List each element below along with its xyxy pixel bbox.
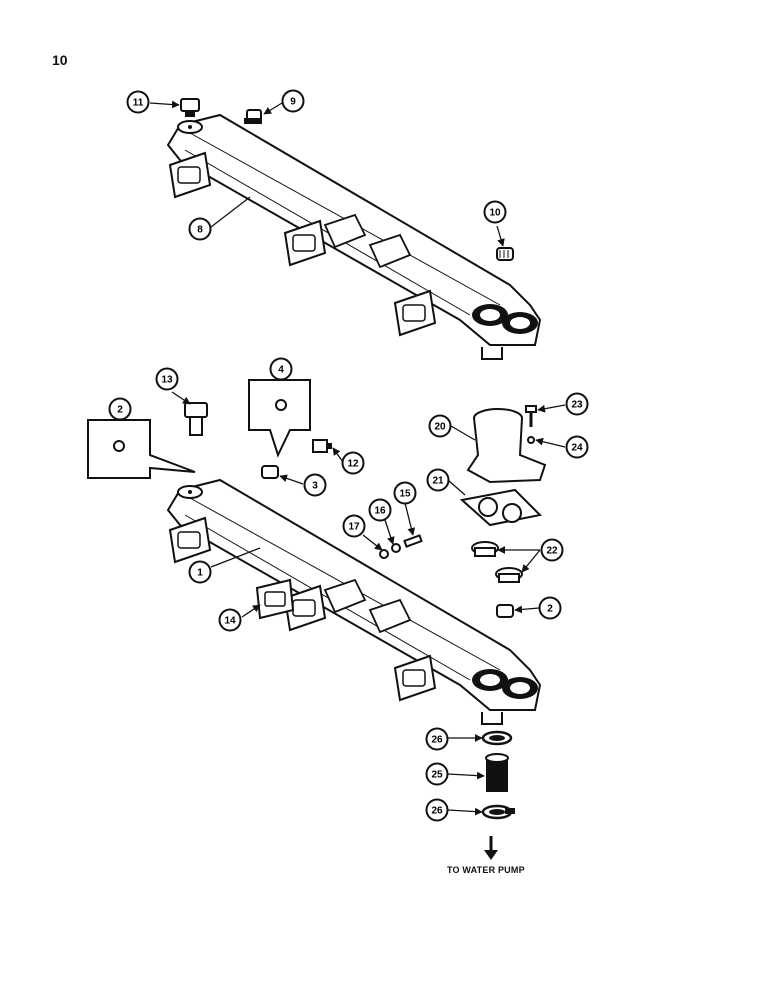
thermostat-housing-20	[466, 408, 547, 484]
callout-2-inset: 2	[108, 397, 132, 421]
clamp-26-bottom	[481, 804, 515, 820]
callout-25: 25	[425, 762, 449, 786]
callout-20-label: 20	[434, 422, 446, 433]
callout-17: 17	[342, 514, 366, 538]
upper-water-manifold	[167, 114, 541, 360]
callout-16-label: 16	[374, 506, 386, 517]
callout-9-label: 9	[290, 97, 296, 108]
hose-25	[485, 753, 509, 792]
callout-14-label: 14	[224, 616, 236, 627]
callout-1-label: 1	[197, 568, 203, 579]
callout-4: 4	[269, 357, 293, 381]
callout-11-label: 11	[133, 98, 144, 109]
bolt-23	[525, 405, 537, 427]
callout-2-lower: 2	[538, 596, 562, 620]
callout-21-label: 21	[432, 476, 444, 487]
callout-20: 20	[428, 414, 452, 438]
callout-24-label: 24	[571, 443, 583, 454]
callouts: 11 9 8 10 13 4 2 3 12 1 17 16 15 14 23 2…	[108, 89, 589, 822]
callout-8-label: 8	[197, 225, 203, 236]
callout-23: 23	[565, 392, 589, 416]
callout-14: 14	[218, 608, 242, 632]
callout-22: 22	[540, 538, 564, 562]
callout-15-label: 15	[399, 489, 411, 500]
callout-24: 24	[565, 435, 589, 459]
callout-26-bottom-label: 26	[431, 806, 443, 817]
plug-10	[496, 247, 514, 261]
callout-13-label: 13	[161, 375, 173, 386]
callout-16: 16	[368, 498, 392, 522]
callout-21: 21	[426, 468, 450, 492]
callout-12: 12	[341, 451, 365, 475]
callout-10: 10	[483, 200, 507, 224]
inset-2	[87, 419, 196, 479]
gasket-14	[255, 578, 295, 620]
bolt-15	[403, 534, 423, 548]
callout-12-label: 12	[347, 459, 359, 470]
page-number: 10	[52, 52, 68, 68]
callout-11: 11	[126, 90, 150, 114]
callout-26-top: 26	[425, 727, 449, 751]
callout-22-label: 22	[546, 546, 558, 557]
thermostat-22-a	[471, 541, 499, 557]
sender-12	[312, 439, 332, 453]
sender-13	[184, 402, 208, 436]
washer-24	[527, 436, 535, 444]
clamp-26-top	[481, 730, 513, 746]
plug-11	[180, 98, 200, 117]
thermostat-22-b	[495, 567, 523, 583]
plug-2-lower	[496, 604, 514, 618]
washer-16	[391, 543, 401, 553]
callout-23-label: 23	[571, 400, 583, 411]
callout-3-label: 3	[312, 481, 318, 492]
callout-4-label: 4	[278, 365, 284, 376]
callout-13: 13	[155, 367, 179, 391]
callout-9: 9	[281, 89, 305, 113]
down-arrow-icon	[484, 836, 498, 860]
callout-10-label: 10	[489, 208, 501, 219]
callout-1: 1	[188, 560, 212, 584]
callout-25-label: 25	[431, 770, 443, 781]
inset-4	[248, 379, 311, 458]
plug-9	[244, 109, 262, 124]
callout-3: 3	[303, 473, 327, 497]
callout-2-lower-label: 2	[547, 604, 553, 615]
plug-3	[261, 465, 279, 479]
callout-26-bottom: 26	[425, 798, 449, 822]
callout-26-top-label: 26	[431, 735, 443, 746]
washer-17	[379, 549, 389, 559]
gasket-21	[459, 488, 543, 527]
callout-8: 8	[188, 217, 212, 241]
callout-15: 15	[393, 481, 417, 505]
callout-17-label: 17	[348, 522, 360, 533]
to-water-pump-caption: TO WATER PUMP	[447, 865, 525, 875]
callout-2-inset-label: 2	[117, 405, 123, 416]
